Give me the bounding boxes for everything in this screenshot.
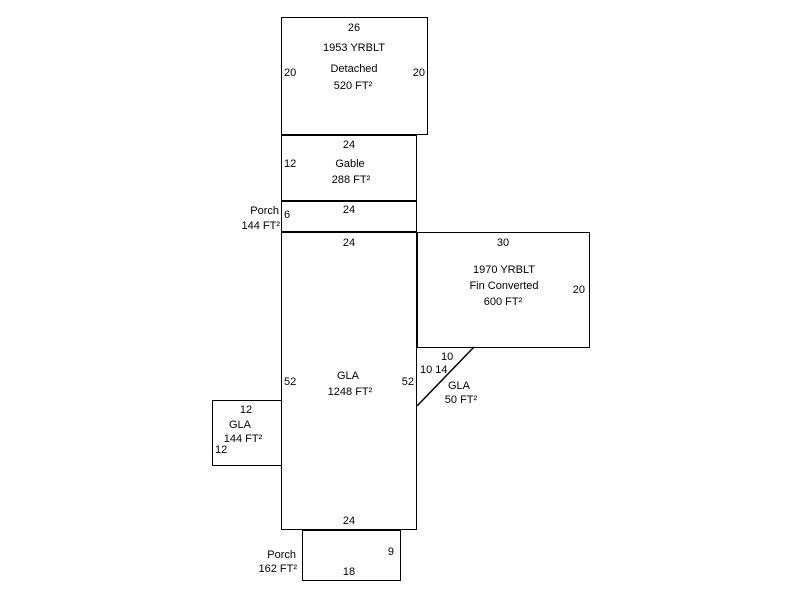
lower-porch-name-label: Porch — [267, 549, 296, 561]
lower-porch-area-label: 162 FT² — [258, 563, 297, 575]
main-gla-outline — [281, 232, 417, 530]
small-gla-width-top-label: 12 — [239, 404, 253, 416]
upper-porch-outline — [281, 201, 417, 232]
triangle-gla-name-label: GLA — [447, 380, 471, 392]
small-gla-name-label: GLA — [228, 419, 252, 431]
detached-area-label: 520 FT² — [333, 80, 373, 92]
lower-porch-height-right-label: 9 — [387, 546, 394, 558]
lower-porch-outline — [302, 530, 401, 581]
main-gla-name-label: GLA — [336, 370, 360, 382]
converted-type-label: Fin Converted — [469, 280, 539, 292]
detached-garage-outline — [281, 17, 428, 135]
upper-porch-width-top-label: 24 — [342, 204, 356, 216]
converted-area-label: 600 FT² — [483, 296, 523, 308]
main-gla-width-bottom-label: 24 — [342, 515, 356, 527]
gable-area-label: 288 FT² — [331, 174, 371, 186]
detached-yrblt-label: 1953 YRBLT — [323, 42, 385, 54]
gable-outline — [281, 135, 417, 201]
small-gla-outline — [212, 400, 282, 466]
converted-yrblt-label: 1970 YRBLT — [473, 264, 535, 276]
gable-height-left-label: 12 — [284, 158, 297, 170]
triangle-leg-top-label: 10 — [441, 351, 454, 363]
converted-area-outline — [417, 232, 590, 348]
detached-width-top-label: 26 — [347, 22, 361, 34]
upper-porch-area-label: 144 FT² — [241, 220, 280, 232]
detached-height-left-label: 20 — [284, 67, 297, 79]
detached-type-label: Detached — [330, 63, 378, 75]
converted-height-right-label: 20 — [572, 284, 585, 296]
upper-porch-name-label: Porch — [250, 205, 279, 217]
main-gla-area-label: 1248 FT² — [327, 386, 373, 398]
triangle-leg-side-label: 10 14 — [420, 364, 448, 376]
lower-porch-width-bottom-label: 18 — [342, 566, 356, 578]
triangle-gla-area-label: 50 FT² — [444, 394, 478, 406]
main-gla-width-top-label: 24 — [342, 237, 356, 249]
gable-width-top-label: 24 — [342, 139, 356, 151]
main-gla-height-left-label: 52 — [284, 376, 297, 388]
upper-porch-height-left-label: 6 — [284, 209, 291, 221]
converted-width-top-label: 30 — [496, 237, 510, 249]
small-gla-height-left-label: 12 — [215, 444, 228, 456]
gable-name-label: Gable — [335, 158, 365, 170]
main-gla-height-right-label: 52 — [401, 376, 414, 388]
small-gla-area-label: 144 FT² — [223, 433, 263, 445]
detached-height-right-label: 20 — [412, 67, 425, 79]
